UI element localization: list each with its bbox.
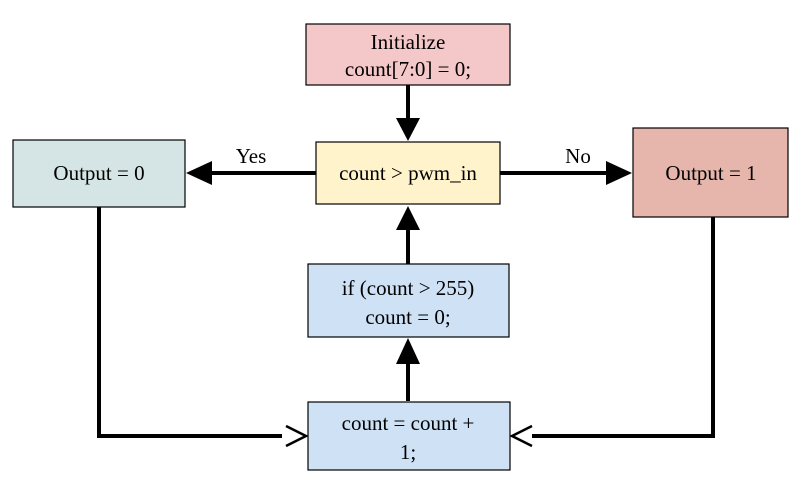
increment-line2: 1; [400, 440, 416, 464]
arrowhead-output0-to-increment [285, 424, 309, 448]
compare-box [315, 141, 501, 205]
increment-node: count = count + 1; [307, 401, 511, 471]
output-zero-box [12, 139, 186, 208]
yes-label: Yes [236, 144, 267, 168]
reset-check-node: if (count > 255) count = 0; [307, 263, 510, 338]
initialize-line2: count[7:0] = 0; [345, 57, 471, 81]
edge-output0-to-increment [97, 207, 282, 438]
arrowhead-reset-to-compare [396, 206, 420, 230]
output-one-node: Output = 1 [632, 127, 789, 218]
arrowhead-output1-to-increment [509, 424, 533, 448]
arrowhead-init-to-compare [396, 118, 420, 141]
initialize-line1: Initialize [371, 30, 446, 54]
increment-box [307, 401, 511, 471]
compare-text: count > pwm_in [339, 161, 477, 185]
output-zero-text: Output = 0 [53, 161, 144, 185]
output-one-box [632, 127, 789, 218]
arrowhead-no [606, 161, 632, 185]
compare-node: count > pwm_in [315, 141, 501, 205]
output-zero-node: Output = 0 [12, 139, 186, 208]
initialize-node: Initialize count[7:0] = 0; [305, 23, 511, 86]
initialize-box [305, 23, 511, 86]
reset-check-line2: count = 0; [365, 305, 450, 329]
arrowhead-yes [186, 161, 212, 185]
edge-output1-to-increment [532, 217, 715, 438]
reset-check-box [307, 263, 510, 338]
reset-check-line1: if (count > 255) [342, 276, 475, 300]
no-label: No [565, 144, 591, 168]
arrowhead-increment-to-reset [396, 338, 420, 364]
increment-line1: count = count + [342, 411, 475, 435]
output-one-text: Output = 1 [665, 161, 756, 185]
